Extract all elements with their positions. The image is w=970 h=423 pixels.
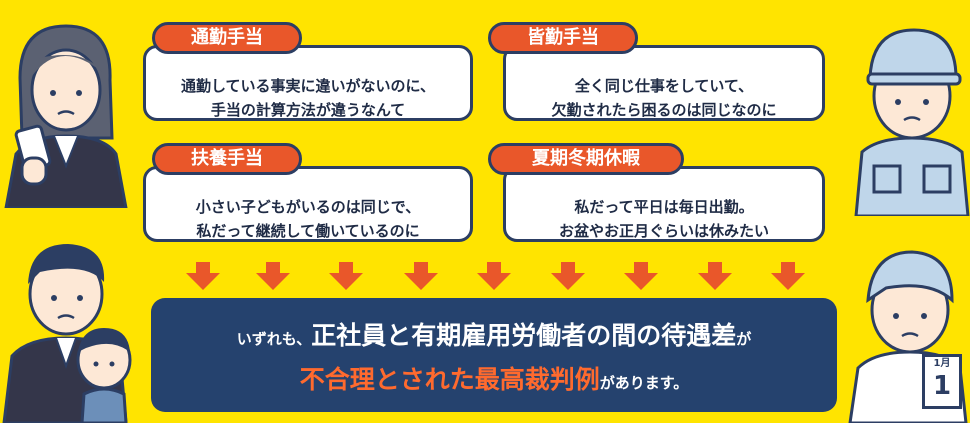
speech-bubble-attendance: 全く同じ仕事をしていて、欠勤されたら困るのは同じなのに: [503, 45, 825, 121]
down-arrow-icon: [186, 262, 220, 292]
summary-suffix-2: があります。: [599, 374, 689, 392]
bubble-text-line: 私だって継続して働いているのに: [196, 222, 420, 240]
bubble-text-line: 通勤している事実に違いがないのに、: [180, 77, 436, 95]
bubble-text-line: 全く同じ仕事をしていて、: [574, 77, 754, 95]
tag-commute-allowance: 通勤手当: [152, 22, 302, 54]
speech-bubble-family: 小さい子どもがいるのは同じで、私だって継続して働いているのに: [143, 166, 473, 242]
summary-suffix-1: が: [736, 330, 752, 348]
summary-highlight-2: 不合理とされた最高裁判例: [299, 365, 600, 394]
down-arrow-icon: [477, 262, 511, 292]
down-arrow-icon: [698, 262, 732, 292]
down-arrow-icon: [256, 262, 290, 292]
bubble-text-line: 欠勤されたら困るのは同じなのに: [551, 101, 777, 119]
bubble-text-line: 小さい子どもがいるのは同じで、: [195, 198, 421, 216]
tag-family-allowance: 扶養手当: [152, 143, 302, 175]
summary-prefix: いずれも、: [236, 330, 312, 348]
down-arrow-icon: [551, 262, 585, 292]
down-arrow-icon: [624, 262, 658, 292]
speech-bubble-vacation: 私だって平日は毎日出勤。お盆やお正月ぐらいは休みたい: [503, 166, 825, 242]
down-arrow-icon: [771, 262, 805, 292]
woman-office-worker-illustration: [4, 24, 128, 208]
father-and-child-illustration: [2, 244, 132, 423]
down-arrow-icon: [329, 262, 363, 292]
bubble-text-line: 手当の計算方法が違うなんて: [210, 101, 406, 119]
summary-box: いずれも、正社員と有期雇用労働者の間の待遇差が 不合理とされた最高裁判例がありま…: [151, 298, 837, 412]
tag-summer-winter-vacation: 夏期冬期休暇: [488, 143, 684, 175]
summary-line-2: 不合理とされた最高裁判例があります。: [151, 360, 837, 396]
down-arrow-icon: [404, 262, 438, 292]
calendar-badge: 1月 1: [922, 354, 962, 409]
speech-bubble-commute: 通勤している事実に違いがないのに、手当の計算方法が違うなんて: [143, 45, 473, 121]
calendar-day: 1: [932, 371, 952, 401]
man-worker-cap-illustration: [854, 28, 970, 216]
calendar-month: 1月: [933, 358, 951, 369]
tag-attendance-allowance: 皆勤手当: [488, 22, 638, 54]
bubble-text-line: お盆やお正月ぐらいは休みたい: [558, 222, 769, 240]
bubble-text-line: 私だって平日は毎日出勤。: [574, 198, 754, 216]
summary-line-1: いずれも、正社員と有期雇用労働者の間の待遇差が: [151, 316, 837, 352]
summary-highlight-1: 正社員と有期雇用労働者の間の待遇差: [311, 321, 737, 350]
